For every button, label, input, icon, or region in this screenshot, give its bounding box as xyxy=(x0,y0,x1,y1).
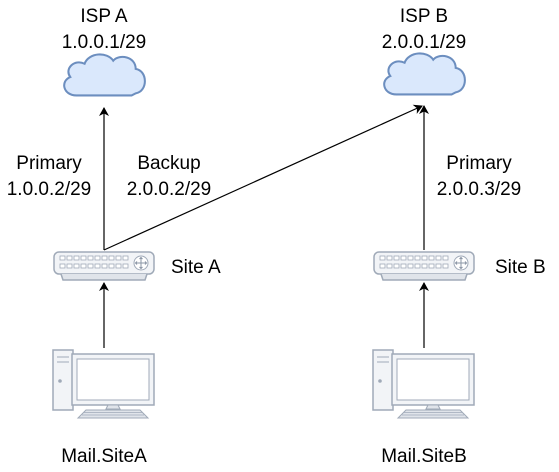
cloud-icon xyxy=(383,52,466,96)
router-icon xyxy=(53,251,155,281)
site-a-backup-label: Backup xyxy=(137,153,200,174)
site-b-primary-address: 2.0.0.3/29 xyxy=(437,179,522,200)
site-a-primary-address: 1.0.0.2/29 xyxy=(7,179,92,200)
site-b-router xyxy=(373,251,475,281)
site-a-name: Site A xyxy=(171,257,221,278)
isp-b-name: ISP B xyxy=(400,6,448,27)
site-b-name: Site B xyxy=(495,257,546,278)
mail-site-b-workstation xyxy=(372,349,475,419)
mail-site-b-name: Mail.SiteB xyxy=(381,446,467,467)
mail-site-a-name: Mail.SiteA xyxy=(61,446,147,467)
isp-b-address: 2.0.0.1/29 xyxy=(382,32,467,53)
site-a-primary-label: Primary xyxy=(16,153,82,174)
mail-site-a-workstation xyxy=(52,349,155,419)
connections xyxy=(99,104,429,348)
site-a-router xyxy=(53,251,155,281)
site-b-primary-label: Primary xyxy=(446,153,512,174)
link-siteA-ispB xyxy=(103,104,423,251)
workstation-icon xyxy=(52,349,155,419)
isp-a-cloud xyxy=(63,53,146,97)
isp-b-cloud xyxy=(383,52,466,96)
site-a-backup-address: 2.0.0.2/29 xyxy=(127,179,212,200)
workstation-icon xyxy=(372,349,475,419)
isp-a-address: 1.0.0.1/29 xyxy=(62,32,147,53)
cloud-icon xyxy=(63,53,146,97)
isp-a-name: ISP A xyxy=(80,6,128,27)
router-icon xyxy=(373,251,475,281)
